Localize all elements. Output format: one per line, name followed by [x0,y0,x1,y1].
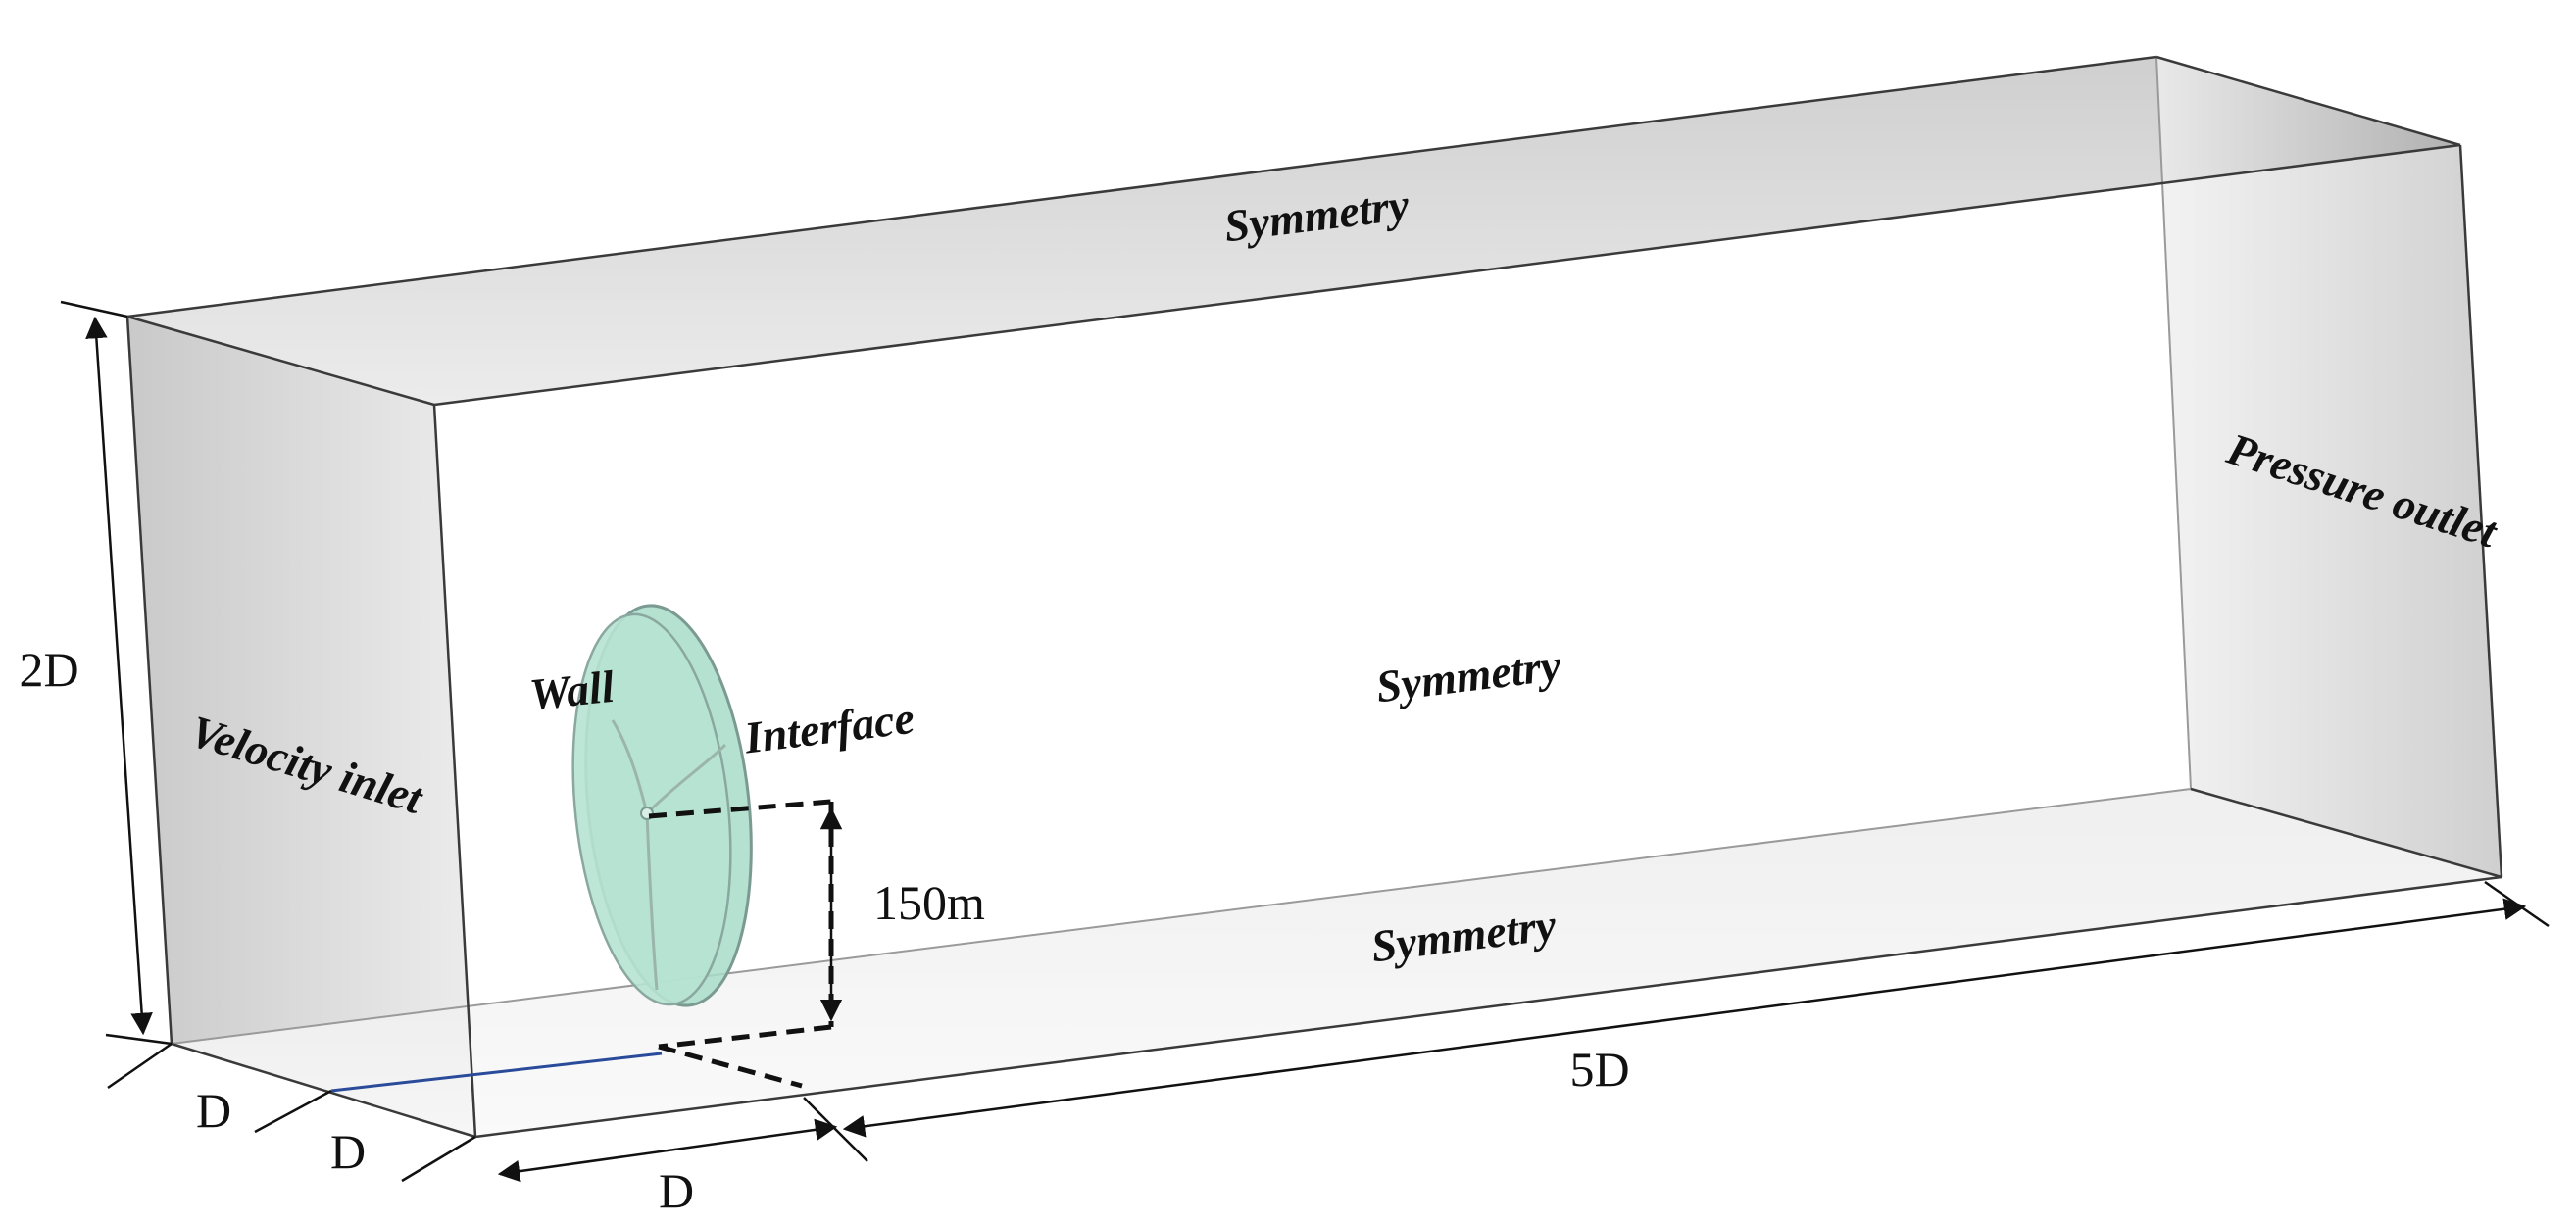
rotor-disk [571,604,753,1007]
rotor-blades [611,719,727,991]
inlet-face [127,317,475,1137]
hub-height-dimension-label: 150m [873,875,985,930]
length-dimension-line [842,898,2527,1138]
length-dimension-label: 5D [1569,1042,1629,1097]
rotor-wall-label: Wall [527,661,617,720]
back-face [434,145,2502,1137]
top-face [127,57,2460,405]
rotor-offset-dimension-label: D [659,1163,694,1218]
rotor-offset-dimension-line [497,1118,838,1183]
height-dimension-line [85,316,153,1036]
inlet-floor-line [330,1052,663,1093]
height-dimension-label: 2D [19,642,78,697]
width-front-dimension-label: D [196,1083,231,1138]
dimension-lines [60,300,2550,1183]
width-back-dimension-label: D [330,1124,366,1179]
outlet-face [2156,57,2502,877]
